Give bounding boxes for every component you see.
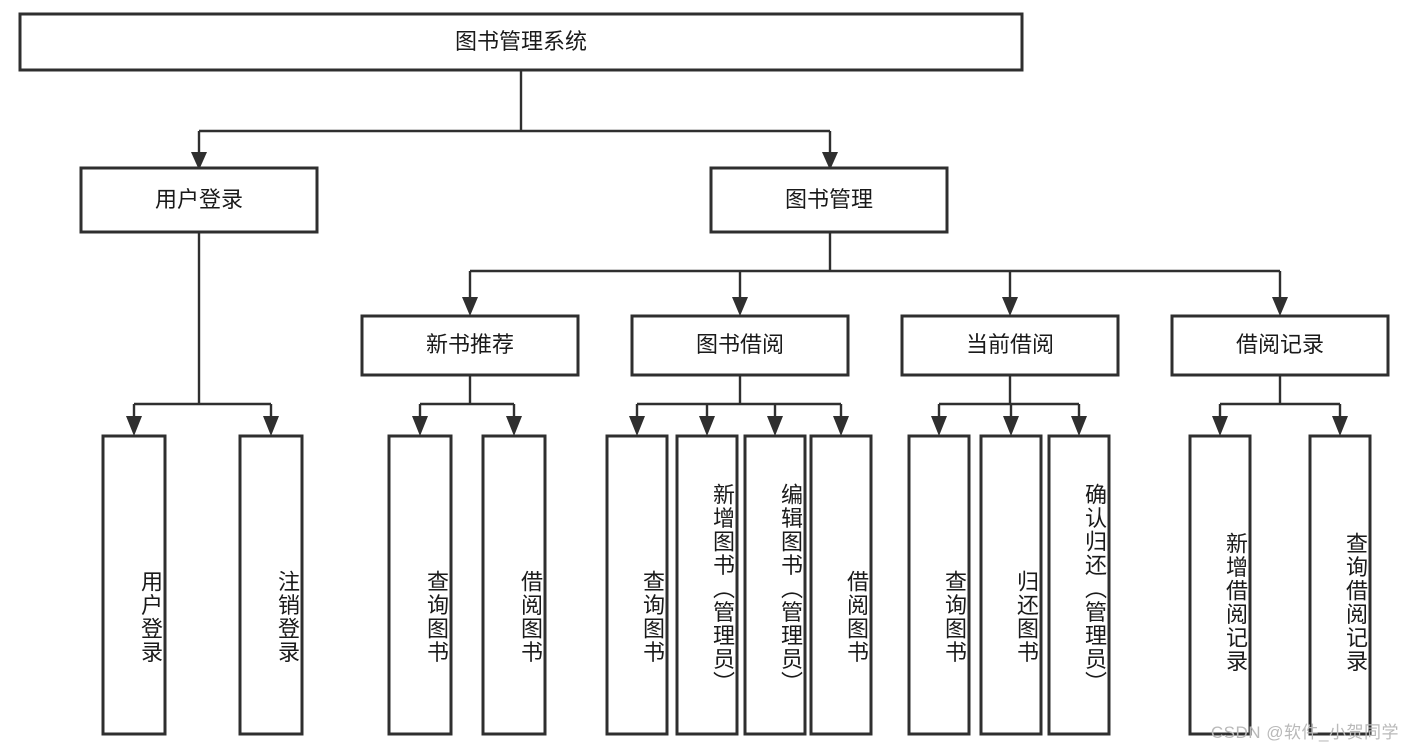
leaf-box-query-book-1[interactable] — [387, 434, 453, 736]
leaf-box-query-book-2[interactable] — [605, 434, 669, 736]
leaf-box-add-record[interactable] — [1188, 434, 1252, 736]
leaf-box-return-book[interactable] — [979, 434, 1043, 736]
node-root-label: 图书管理系统 — [455, 29, 587, 54]
leaf-boxes — [101, 434, 1372, 736]
leaf-box-user-logout[interactable] — [238, 434, 304, 736]
node-book-borrow-label: 图书借阅 — [696, 332, 784, 357]
connector-group-book-manage — [462, 232, 1288, 316]
node-book-manage-label: 图书管理 — [785, 187, 873, 212]
node-borrow-record[interactable]: 借阅记录 — [1170, 314, 1390, 377]
connector-group-user-login — [126, 232, 279, 436]
node-new-book-recommend-label: 新书推荐 — [426, 332, 514, 357]
node-current-borrow[interactable]: 当前借阅 — [900, 314, 1120, 377]
node-user-login-label: 用户登录 — [155, 187, 243, 212]
node-current-borrow-label: 当前借阅 — [966, 332, 1054, 357]
connector-group-current-borrow — [931, 375, 1087, 436]
leaf-box-add-book[interactable] — [675, 434, 739, 736]
connector-group-book-borrow — [629, 375, 849, 436]
connector-group-borrow-record — [1212, 375, 1348, 436]
leaf-box-confirm-return[interactable] — [1047, 434, 1111, 736]
leaf-box-query-book-3[interactable] — [907, 434, 971, 736]
leaf-box-query-record[interactable] — [1308, 434, 1372, 736]
watermark-text: CSDN @软件_小贺同学 — [1210, 723, 1399, 742]
leaf-box-user-login[interactable] — [101, 434, 167, 736]
node-user-login[interactable]: 用户登录 — [79, 166, 319, 234]
node-book-borrow[interactable]: 图书借阅 — [630, 314, 850, 377]
node-book-manage[interactable]: 图书管理 — [709, 166, 949, 234]
connector-group-new-book — [412, 375, 522, 436]
node-borrow-record-label: 借阅记录 — [1236, 332, 1324, 357]
connector-group-root — [191, 70, 838, 170]
node-new-book-recommend[interactable]: 新书推荐 — [360, 314, 580, 377]
leaf-box-edit-book[interactable] — [743, 434, 807, 736]
leaf-box-borrow-book-2[interactable] — [809, 434, 873, 736]
leaf-box-borrow-book-1[interactable] — [481, 434, 547, 736]
node-root[interactable]: 图书管理系统 — [18, 12, 1024, 72]
